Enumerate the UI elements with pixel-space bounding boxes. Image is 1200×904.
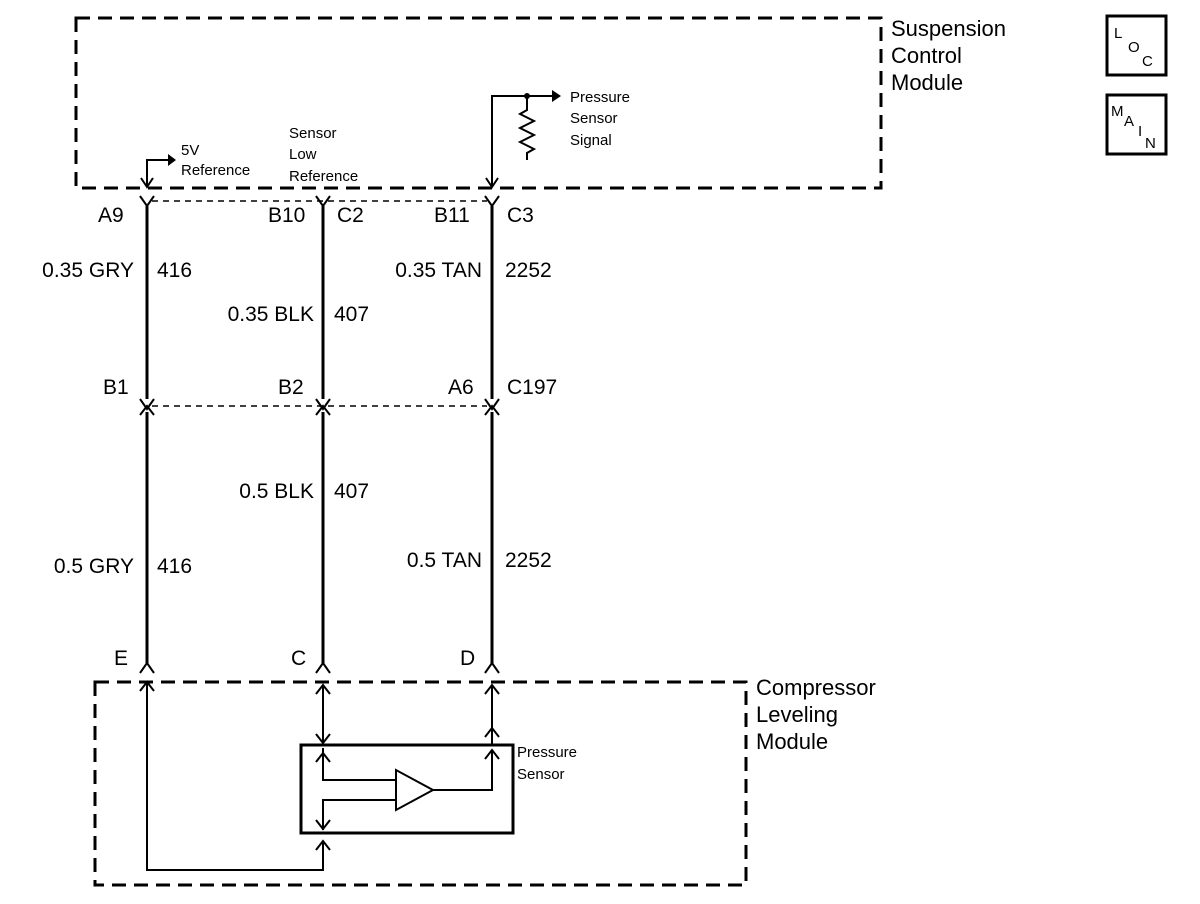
pullup-resistor-icon [517, 96, 537, 160]
sensor-c-up-arrow-icon [315, 751, 331, 763]
pin-d-icon [484, 661, 500, 674]
pin-b1: B1 [103, 376, 129, 399]
main-icon-m: M [1111, 103, 1124, 120]
loc-icon: L O C [1105, 14, 1168, 77]
compressor-leveling-module: Compressor Leveling Module [93, 675, 876, 887]
wire-407-lower-gauge: 0.5 BLK [239, 480, 314, 503]
connector-c2: C2 [337, 204, 364, 227]
wire-416-upper-circuit: 416 [157, 259, 192, 282]
suspension-control-module: Suspension Control Module [74, 16, 1006, 190]
pressure-sensor-signal: Pressure Sensor Signal [485, 89, 630, 189]
pin-e-icon [139, 661, 155, 674]
loc-icon-c: C [1142, 53, 1153, 70]
pin-a9-icon [139, 195, 155, 208]
scm-title-line2: Control [891, 43, 962, 68]
clm-d-up-arrow-icon [484, 726, 500, 738]
wire-407-upper-circuit: 407 [334, 303, 369, 326]
pin-b11-icon [484, 195, 500, 208]
ref-5v: 5V Reference [140, 142, 250, 189]
pin-c-icon [315, 661, 331, 674]
main-icon-i: I [1138, 123, 1142, 140]
slr-label-2: Low [289, 146, 317, 163]
pin-b1-upper-icon [139, 398, 155, 411]
pressure-sensor-label-2: Sensor [517, 766, 565, 783]
wire-2252-upper-circuit: 2252 [505, 259, 552, 282]
clm-title-line2: Leveling [756, 702, 838, 727]
pin-e: E [114, 647, 128, 670]
loc-icon-l: L [1114, 25, 1122, 42]
main-icon-a: A [1124, 113, 1134, 130]
pin-a6: A6 [448, 376, 474, 399]
top-connector-row: A9 B10 C2 B11 C3 [98, 195, 534, 227]
wire-407-lower-circuit: 407 [334, 480, 369, 503]
pin-b2: B2 [278, 376, 304, 399]
clm-internal-wiring [139, 680, 500, 871]
loc-icon-o: O [1128, 39, 1140, 56]
pss-label-1: Pressure [570, 89, 630, 106]
wire-416-lower-circuit: 416 [157, 555, 192, 578]
connector-c3: C3 [507, 204, 534, 227]
ref-5v-label-2: Reference [181, 162, 250, 179]
wire-2252-upper-gauge: 0.35 TAN [395, 259, 482, 282]
main-icon: M A I N [1105, 93, 1168, 156]
sensor-low-reference: Sensor Low Reference [289, 125, 358, 185]
clm-title-line3: Module [756, 729, 828, 754]
wire-407-upper-gauge: 0.35 BLK [228, 303, 314, 326]
pin-b10: B10 [268, 204, 305, 227]
pin-b2-lower-icon [315, 404, 331, 416]
pin-a6-upper-icon [484, 398, 500, 411]
wire-416-upper-gauge: 0.35 GRY [42, 259, 134, 282]
pin-a6-lower-icon [484, 404, 500, 416]
scm-border [74, 16, 883, 190]
pss-label-3: Signal [570, 132, 612, 149]
pin-b1-lower-icon [139, 404, 155, 416]
pressure-sensor-label-1: Pressure [517, 744, 577, 761]
pin-b11: B11 [434, 204, 470, 227]
clm-c-down-arrow-icon [315, 733, 331, 745]
pin-c: C [291, 647, 306, 670]
amplifier-icon [395, 768, 436, 812]
scm-title-line1: Suspension [891, 16, 1006, 41]
wire-2252-lower-gauge: 0.5 TAN [407, 549, 482, 572]
clm-border [93, 680, 748, 887]
pressure-sensor: Pressure Sensor [299, 743, 577, 835]
connector-c197: C197 [507, 376, 557, 399]
signal-down-arrow-icon [485, 177, 499, 189]
clm-ground-arrow-icon [315, 839, 331, 851]
pin-a9: A9 [98, 204, 124, 227]
clm-title-line1: Compressor [756, 675, 876, 700]
mid-connector-row: B1 B2 A6 C197 [103, 376, 557, 416]
slr-label-1: Sensor [289, 125, 337, 142]
ref-5v-down-arrow-icon [140, 177, 154, 189]
wire-416-lower-gauge: 0.5 GRY [54, 555, 134, 578]
pressure-sensor-box [299, 743, 515, 835]
main-icon-n: N [1145, 135, 1156, 152]
sensor-output-arrow-icon [484, 748, 500, 760]
bottom-connector-row: E C D [114, 647, 500, 674]
ref-5v-arrow-icon [168, 154, 176, 166]
ref-5v-label-1: 5V [181, 142, 199, 159]
pss-label-2: Sensor [570, 110, 618, 127]
sensor-ground-arrow-icon [315, 819, 331, 831]
pin-b2-upper-icon [315, 398, 331, 411]
wire-2252-lower-circuit: 2252 [505, 549, 552, 572]
signal-arrow-icon [552, 90, 561, 102]
slr-label-3: Reference [289, 168, 358, 185]
scm-title-line3: Module [891, 70, 963, 95]
pin-d: D [460, 647, 475, 670]
